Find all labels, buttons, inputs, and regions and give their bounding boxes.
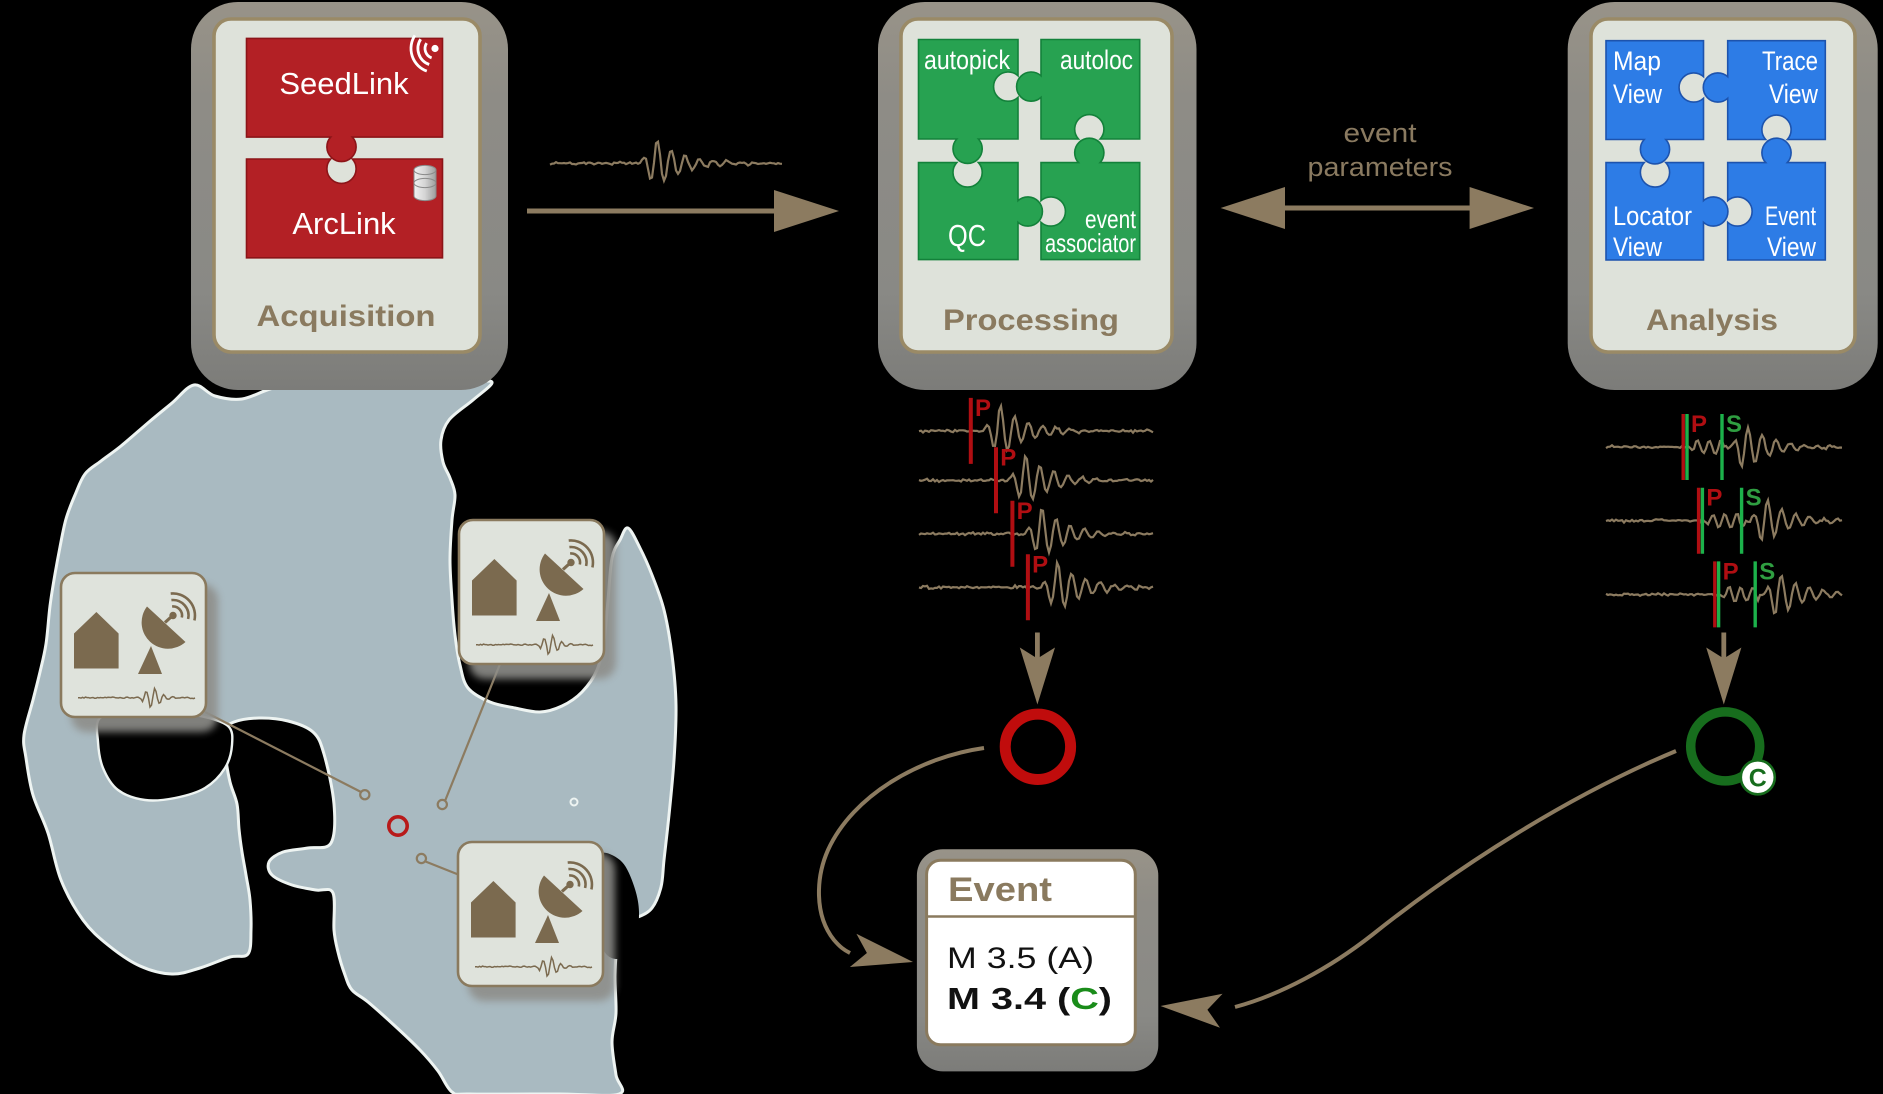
svg-text:Locator: Locator	[1613, 201, 1692, 231]
svg-text:autoloc: autoloc	[1060, 45, 1133, 75]
svg-text:S: S	[1726, 411, 1742, 438]
svg-text:View: View	[1769, 79, 1818, 109]
svg-text:ArcLink: ArcLink	[292, 206, 396, 241]
svg-text:parameters: parameters	[1308, 152, 1453, 182]
svg-text:View: View	[1613, 79, 1662, 109]
svg-text:M 3.5 (A): M 3.5 (A)	[947, 942, 1094, 975]
svg-text:P: P	[1723, 558, 1739, 585]
svg-text:associator: associator	[1045, 228, 1136, 258]
svg-text:S: S	[1746, 485, 1762, 512]
svg-text:Acquisition: Acquisition	[257, 300, 436, 333]
svg-text:P: P	[1000, 444, 1016, 471]
svg-text:C: C	[1749, 765, 1767, 793]
svg-text:event: event	[1344, 118, 1418, 148]
svg-text:View: View	[1613, 232, 1662, 262]
svg-text:P: P	[975, 395, 991, 422]
svg-text:QC: QC	[948, 218, 986, 253]
svg-text:P: P	[1032, 551, 1048, 578]
svg-text:autopick: autopick	[924, 45, 1010, 75]
svg-text:View: View	[1767, 232, 1816, 262]
svg-text:P: P	[1017, 498, 1033, 525]
svg-text:P: P	[1691, 411, 1707, 438]
svg-text:M 3.4 (C): M 3.4 (C)	[947, 981, 1112, 1016]
svg-text:SeedLink: SeedLink	[279, 66, 409, 101]
svg-text:Map: Map	[1613, 46, 1661, 76]
svg-text:event: event	[1085, 204, 1137, 234]
svg-text:Trace: Trace	[1762, 46, 1818, 76]
svg-text:S: S	[1759, 558, 1775, 585]
svg-text:P: P	[1706, 485, 1722, 512]
svg-text:Analysis: Analysis	[1646, 304, 1778, 337]
svg-text:Processing: Processing	[943, 304, 1119, 337]
svg-text:Event: Event	[1765, 201, 1816, 231]
svg-text:Event: Event	[948, 871, 1052, 909]
